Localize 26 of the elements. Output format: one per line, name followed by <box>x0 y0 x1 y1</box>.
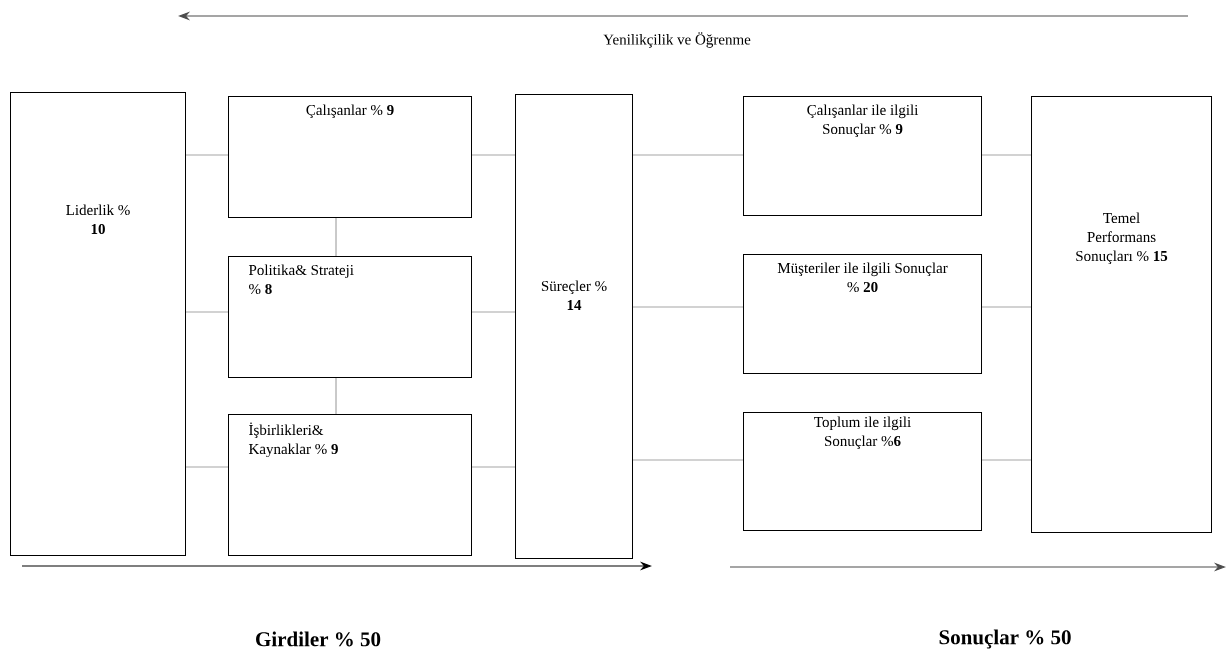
connector-line <box>185 311 229 313</box>
process-box: Çalışanlar % 9 <box>228 96 472 218</box>
process-box: Toplum ile ilgili Sonuçlar %6 <box>743 412 982 531</box>
connector-line <box>335 217 337 257</box>
connector-line <box>632 306 744 308</box>
connector-line <box>981 306 1032 308</box>
connector-line <box>981 154 1032 156</box>
process-box: Temel Performans Sonuçları % 15 <box>1031 96 1212 533</box>
connector-line <box>185 154 229 156</box>
connector-line <box>981 459 1032 461</box>
process-box: Çalışanlar ile ilgili Sonuçlar % 9 <box>743 96 982 216</box>
connector-line <box>335 377 337 415</box>
section-label: Sonuçlar % 50 <box>939 629 1071 649</box>
connector-line <box>471 154 516 156</box>
connector-line <box>471 466 516 468</box>
connector-line <box>632 154 744 156</box>
connector-line <box>632 459 744 461</box>
section-label: Girdiler % 50 <box>256 631 381 647</box>
process-box: Müşteriler ile ilgili Sonuçlar % 20 <box>743 254 982 374</box>
process-box: Politika& Strateji % 8 <box>228 256 472 378</box>
connector-line <box>471 311 516 313</box>
process-box: Liderlik % 10 <box>10 92 186 556</box>
process-box: İşbirlikleri& Kaynaklar % 9 <box>228 414 472 556</box>
direction-label: Yenilikçilik ve Öğrenme <box>603 32 751 48</box>
connector-line <box>185 466 229 468</box>
process-box: Süreçler % 14 <box>515 94 633 559</box>
